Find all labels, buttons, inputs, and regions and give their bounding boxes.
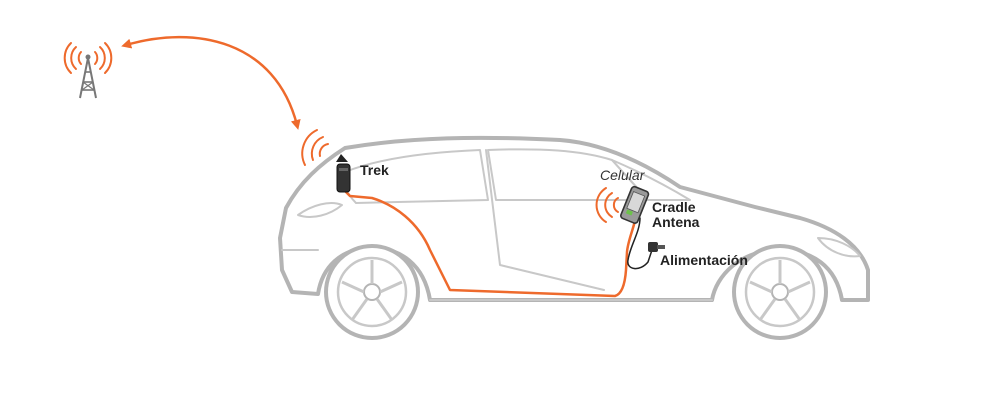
car-outline — [278, 135, 870, 302]
rear-wheel — [324, 244, 420, 340]
signal-link-arrow — [121, 35, 301, 130]
trek-label: Trek — [360, 162, 389, 178]
celular-label: Celular — [600, 167, 646, 183]
power-cable — [627, 217, 653, 270]
cell-tower-icon — [63, 42, 113, 99]
power-adapter-icon — [648, 242, 665, 252]
phone-cradle-icon — [620, 185, 650, 224]
alimentacion-label: Alimentación — [660, 252, 748, 268]
antenna-cable — [344, 190, 638, 298]
front-wheel — [732, 244, 828, 340]
phone-signal-icon — [595, 187, 619, 223]
roof-antenna-signal-icon — [301, 129, 329, 166]
trek-booster-icon — [336, 154, 351, 193]
antena-label: Antena — [652, 214, 700, 230]
cradle-label: Cradle — [652, 199, 696, 215]
